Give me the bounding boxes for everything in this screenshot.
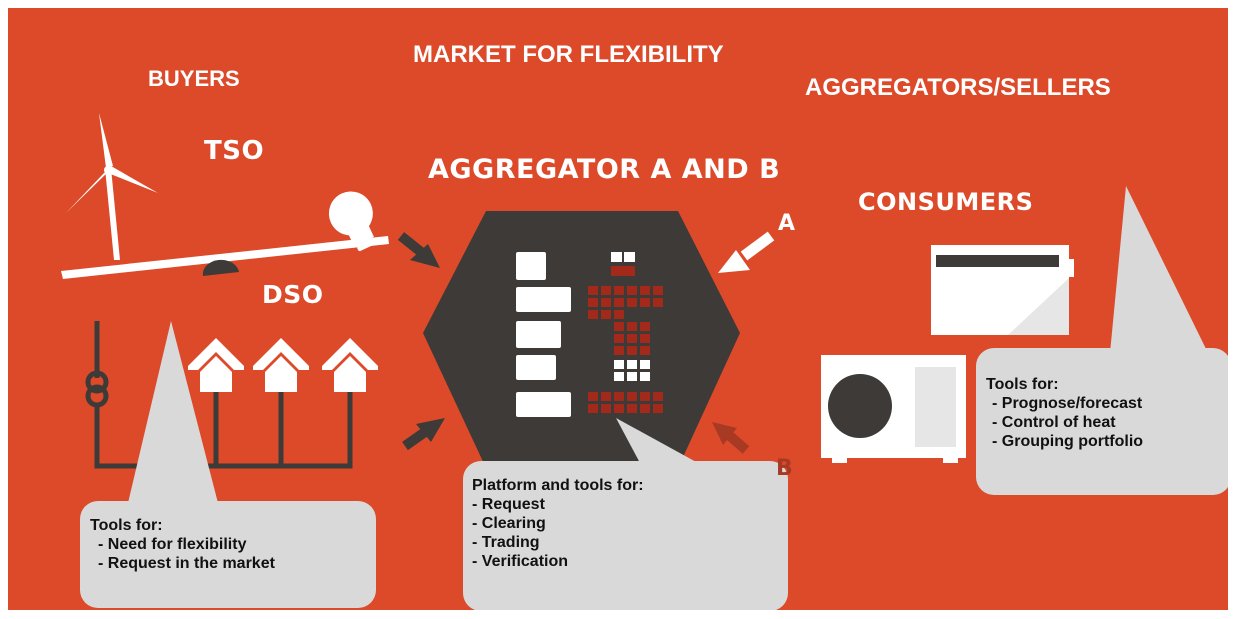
diagram-graphics — [61, 113, 1228, 610]
heat-pump-icon — [821, 355, 966, 463]
seesaw-icon — [61, 236, 389, 279]
houses-icon — [188, 338, 378, 392]
callout-buyers-item: - Need for flexibility — [98, 536, 247, 553]
callout-consumers-heading: Tools for: — [986, 376, 1059, 393]
aggregator-platform-hexagon — [423, 211, 740, 468]
callout-consumers-item: - Prognose/forecast — [992, 395, 1143, 412]
platform-trading-grid — [588, 252, 663, 413]
callout-buyers-item: - Request in the market — [98, 555, 275, 572]
panel-heater-icon — [931, 245, 1074, 335]
arrow-a-icon — [718, 231, 775, 273]
callout-platform-text: Platform and tools for: - Request - Clea… — [472, 476, 644, 571]
callout-platform-item: - Verification — [472, 553, 569, 570]
callout-buyers-heading: Tools for: — [90, 517, 163, 534]
callout-consumers-item: - Control of heat — [992, 414, 1116, 431]
callout-platform-item: - Request — [472, 496, 545, 513]
callout-consumers — [976, 186, 1228, 495]
callout-buyers-text: Tools for: - Need for flexibility - Requ… — [90, 516, 275, 573]
wind-turbine-icon — [66, 113, 158, 260]
arrow-dso-icon — [402, 418, 445, 451]
tso-label: TSO — [204, 136, 265, 166]
consumers-label: CONSUMERS — [858, 188, 1034, 216]
buyers-label: BUYERS — [148, 66, 240, 91]
callout-buyers — [80, 321, 376, 608]
aggregator-label: AGGREGATOR A AND B — [428, 154, 781, 185]
callout-platform — [463, 418, 788, 610]
arrow-b-icon — [712, 422, 750, 454]
callout-platform-item: - Trading — [472, 534, 540, 551]
callout-consumers-item: - Grouping portfolio — [992, 433, 1144, 450]
callout-platform-item: - Clearing — [472, 515, 546, 532]
light-bulb-icon — [328, 191, 375, 252]
diagram-title: MARKET FOR FLEXIBILITY — [413, 41, 724, 68]
arrow-tso-icon — [397, 232, 440, 268]
power-grid-icon — [85, 321, 353, 469]
aggregator-b-label: B — [776, 456, 793, 481]
sellers-label: AGGREGATORS/SELLERS — [805, 74, 1111, 101]
callout-consumers-text: Tools for: - Prognose/forecast - Control… — [986, 375, 1143, 451]
diagram-canvas: MARKET FOR FLEXIBILITY BUYERS AGGREGATOR… — [8, 8, 1228, 610]
dso-label: DSO — [262, 280, 324, 309]
callout-platform-heading: Platform and tools for: — [472, 477, 644, 494]
aggregator-a-label: A — [778, 211, 796, 236]
platform-request-tiles — [516, 252, 571, 417]
